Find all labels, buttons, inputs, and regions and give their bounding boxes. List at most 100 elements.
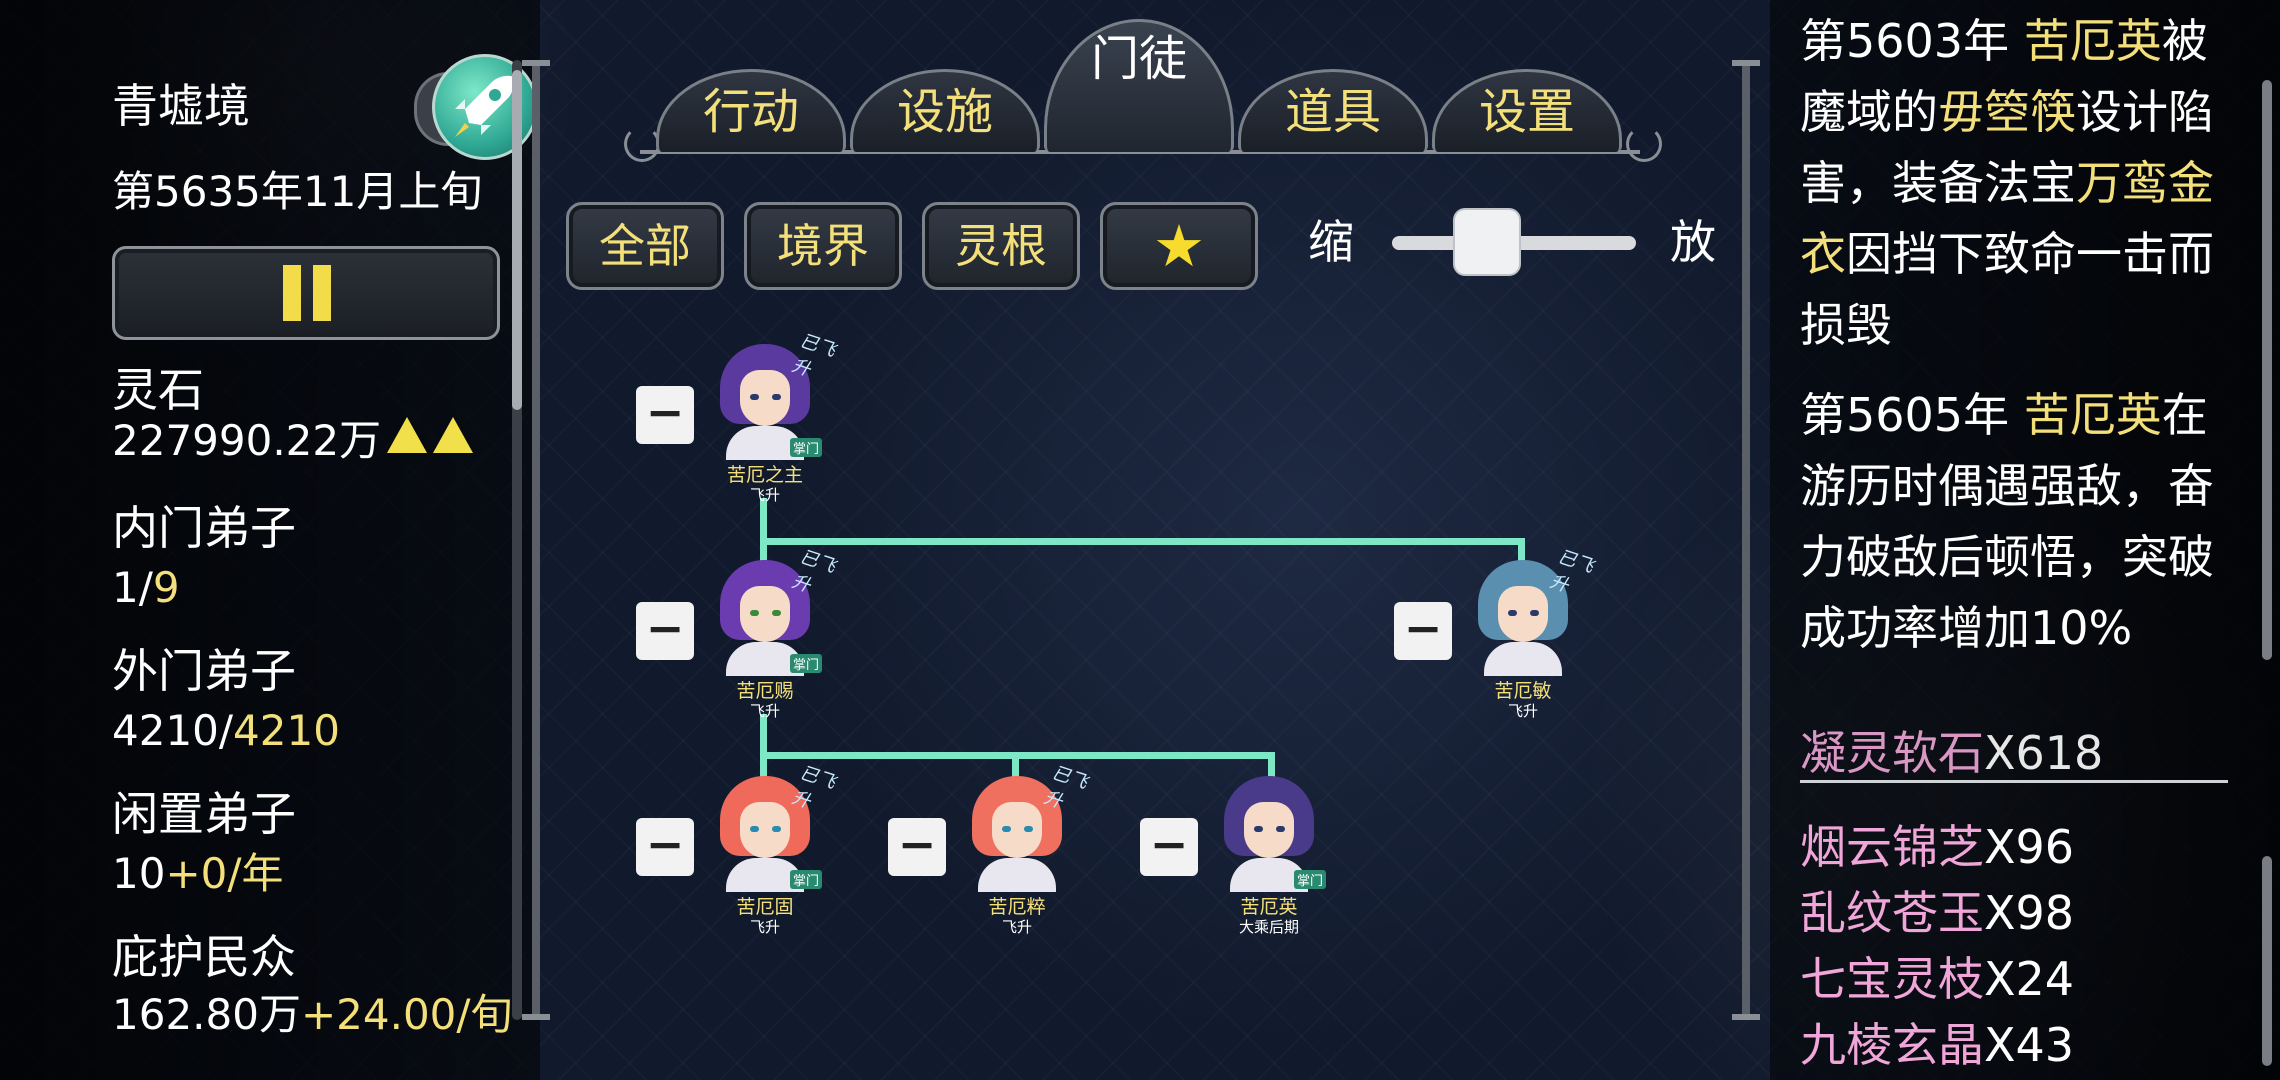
inventory-item-name: 凝灵软石 bbox=[1800, 726, 1984, 780]
filter-favorite-button[interactable]: ★ bbox=[1100, 202, 1258, 290]
idle-disciples-value: 10+0/年 bbox=[112, 849, 284, 899]
pause-icon-bar bbox=[313, 265, 331, 321]
event-enemy-name: 毋箜筷 bbox=[1938, 85, 2076, 139]
tab-facilities-label: 设施 bbox=[896, 84, 993, 140]
inventory-item: 凝灵软石X618 bbox=[1800, 720, 2103, 786]
outer-disciples-max: 4210 bbox=[233, 706, 340, 755]
sidebar-scroll-thumb[interactable] bbox=[512, 70, 522, 410]
disciple-name: 苦厄赐 bbox=[736, 680, 794, 702]
game-date: 第5635年11月上旬 bbox=[112, 167, 483, 216]
zoom-slider[interactable] bbox=[1392, 210, 1636, 274]
zoom-slider-thumb[interactable] bbox=[1455, 210, 1519, 274]
pause-button[interactable] bbox=[112, 246, 500, 340]
inner-disciples-max: 9 bbox=[152, 563, 180, 612]
left-frame-divider bbox=[522, 60, 550, 1020]
protected-people-current: 162.80万 bbox=[112, 990, 301, 1039]
tree-connector bbox=[760, 498, 767, 572]
inventory-item-qty: X43 bbox=[1984, 1018, 2075, 1072]
disciple-node[interactable]: 掌门 苦厄英 大乘后期 bbox=[1184, 776, 1344, 936]
disciple-stage: 飞升 bbox=[1507, 702, 1538, 720]
sect-badge: 掌门 bbox=[1294, 870, 1327, 889]
event-disciple-name: 苦厄英 bbox=[2023, 388, 2162, 442]
inventory-item: 九棱玄晶X43 bbox=[1800, 1012, 2074, 1078]
event-disciple-name: 苦厄英 bbox=[2023, 14, 2162, 68]
protected-people-rate: +24.00/旬 bbox=[300, 990, 513, 1039]
disciple-node[interactable]: 已飞升 苦厄敏 飞升 bbox=[1438, 546, 1598, 720]
collapse-button[interactable]: − bbox=[1394, 602, 1452, 660]
outer-disciples-current: 4210/ bbox=[112, 706, 234, 755]
collapse-button[interactable]: − bbox=[888, 818, 946, 876]
filter-realm-button[interactable]: 境界 bbox=[744, 202, 902, 290]
inventory-item-qty: X24 bbox=[1984, 952, 2075, 1006]
disciple-node[interactable]: 已飞升 掌门 苦厄固 飞升 bbox=[680, 762, 840, 936]
inventory-list: 凝灵软石X618 烟云锦芝X96 乱纹苍玉X98 七宝灵枝X24 九棱玄晶X43 bbox=[1800, 726, 2240, 1080]
disciple-node[interactable]: 已飞升 掌门 苦厄赐 飞升 bbox=[680, 546, 840, 720]
inventory-item-qty: X98 bbox=[1984, 886, 2075, 940]
inner-disciples-current: 1/ bbox=[112, 563, 153, 612]
collapse-button[interactable]: − bbox=[636, 818, 694, 876]
disciple-avatar bbox=[972, 776, 1062, 892]
disciple-name: 苦厄英 bbox=[1240, 896, 1298, 918]
tab-baseline bbox=[640, 150, 1640, 154]
inventory-item: 乱纹苍玉X98 bbox=[1800, 880, 2074, 946]
disciple-stage: 大乘后期 bbox=[1238, 918, 1299, 936]
event-item-name: 万鸾金衣 bbox=[1800, 156, 2214, 281]
event-year: 第5603年 bbox=[1800, 14, 2024, 68]
tab-actions-label: 行动 bbox=[702, 84, 799, 140]
increase-arrow-icon bbox=[387, 417, 428, 453]
inventory-scrollbar[interactable] bbox=[2262, 856, 2272, 1066]
tab-ornament-right bbox=[1626, 126, 1662, 162]
sidebar-scrollbar[interactable] bbox=[512, 60, 522, 1020]
zoom-in-label: 放 bbox=[1670, 215, 1716, 269]
event-log-scrollbar[interactable] bbox=[2262, 80, 2272, 660]
filter-all-button[interactable]: 全部 bbox=[566, 202, 724, 290]
disciple-stage: 飞升 bbox=[749, 486, 780, 504]
collapse-button[interactable]: − bbox=[1140, 818, 1198, 876]
disciple-stage: 飞升 bbox=[749, 702, 780, 720]
inner-disciples-label: 内门弟子 bbox=[112, 501, 296, 555]
rocket-icon bbox=[432, 54, 538, 160]
tab-actions[interactable]: 行动 bbox=[656, 62, 846, 152]
disciple-name: 苦厄敏 bbox=[1494, 680, 1552, 702]
event-text: 因挡下致命一击而损毁 bbox=[1800, 227, 2214, 352]
inventory-item: 七宝灵枝X24 bbox=[1800, 946, 2074, 1012]
tab-items[interactable]: 道具 bbox=[1238, 62, 1428, 152]
event-entry: 第5605年 苦厄英在游历时偶遇强敌，奋力破敌后顿悟，突破成功率增加10% bbox=[1800, 380, 2236, 664]
event-log-panel bbox=[1770, 0, 2280, 1080]
collapse-button[interactable]: − bbox=[636, 386, 694, 444]
disciple-node[interactable]: 已飞升 苦厄粹 飞升 bbox=[932, 762, 1092, 936]
event-log-scroll-thumb[interactable] bbox=[2262, 80, 2272, 660]
disciple-avatar bbox=[1478, 560, 1568, 676]
idle-disciples-current: 10 bbox=[112, 849, 166, 898]
idle-disciples-rate: +0/年 bbox=[165, 849, 284, 898]
filter-root-button[interactable]: 灵根 bbox=[922, 202, 1080, 290]
tab-facilities[interactable]: 设施 bbox=[850, 62, 1040, 152]
inventory-item-qty: X618 bbox=[1984, 726, 2104, 780]
event-text: 设计陷害，装备法宝 bbox=[1800, 85, 2214, 210]
spirit-stone-label: 灵石 bbox=[112, 363, 204, 417]
disciple-node[interactable]: 已飞升 掌门 苦厄之主 飞升 bbox=[680, 330, 840, 504]
disciple-name: 苦厄之主 bbox=[726, 464, 803, 486]
outer-disciples-label: 外门弟子 bbox=[112, 644, 296, 698]
tab-settings[interactable]: 设置 bbox=[1432, 62, 1622, 152]
right-frame-divider bbox=[1732, 60, 1760, 1020]
tab-ornament-left bbox=[624, 126, 660, 162]
event-entry: 第5603年 苦厄英被魔域的毋箜筷设计陷害，装备法宝万鸾金衣因挡下致命一击而损毁 bbox=[1800, 6, 2236, 361]
disciple-stage: 飞升 bbox=[749, 918, 780, 936]
spirit-stone-amount: 227990.22万 bbox=[112, 416, 382, 465]
inventory-item-name: 七宝灵枝 bbox=[1800, 952, 1984, 1006]
tree-connector bbox=[760, 538, 1524, 545]
inventory-item-qty: X96 bbox=[1984, 820, 2075, 874]
tab-items-label: 道具 bbox=[1284, 84, 1381, 140]
protected-people-value: 162.80万+24.00/旬 bbox=[112, 990, 513, 1040]
tab-disciples[interactable]: 门徒 bbox=[1044, 14, 1234, 152]
disciple-name: 苦厄固 bbox=[736, 896, 794, 918]
collapse-button[interactable]: − bbox=[636, 602, 694, 660]
realm-name: 青墟境 bbox=[112, 79, 250, 133]
disciple-stage: 飞升 bbox=[1001, 918, 1032, 936]
spirit-stone-value: 227990.22万 bbox=[112, 416, 474, 466]
sect-badge: 掌门 bbox=[790, 438, 823, 457]
speed-up-button[interactable] bbox=[414, 54, 538, 160]
disciple-avatar bbox=[720, 344, 810, 460]
inventory-item: 烟云锦芝X96 bbox=[1800, 814, 2074, 880]
